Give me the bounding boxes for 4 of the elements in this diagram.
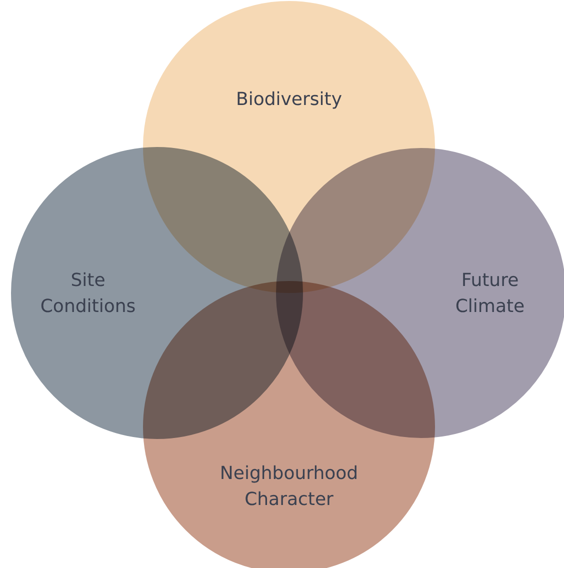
circle-label: Future Climate (454, 269, 526, 319)
circle-label: Neighbourhood Character (218, 462, 360, 512)
circle-label: Biodiversity (234, 88, 343, 112)
circle-label: Site Conditions (39, 269, 137, 319)
